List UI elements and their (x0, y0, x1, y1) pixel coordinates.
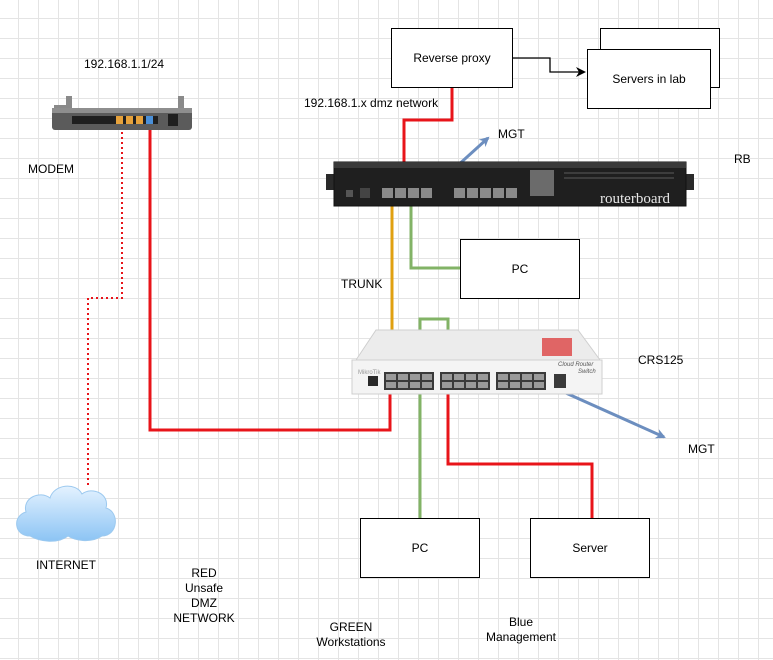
legend-red-line: NETWORK (173, 611, 235, 625)
trunk-label: TRUNK (341, 277, 383, 291)
servers-in-lab-label: Servers in lab (612, 72, 686, 86)
routerboard-brand-text: routerboard (600, 191, 670, 207)
modem-label: MODEM (28, 162, 74, 176)
proxy-servers-arrow (513, 57, 586, 77)
crs-label-line1: Cloud Router (558, 362, 594, 368)
reverse-proxy-label: Reverse proxy (413, 51, 491, 65)
proxy-rb-red-link (402, 88, 454, 196)
pc-top-box[interactable]: PC (460, 239, 580, 299)
modem-ip-label: 192.168.1.1/24 (84, 57, 165, 71)
legend-red-line: Unsafe (184, 581, 224, 595)
internet-label: INTERNET (36, 558, 96, 572)
legend-green: GREEN Workstations (306, 620, 396, 650)
server-label: Server (572, 541, 608, 555)
rb-pc-green-link (409, 196, 460, 270)
legend-red: RED Unsafe DMZ NETWORK (164, 566, 244, 626)
crs-server-red-link (446, 384, 594, 518)
pc-top-label: PC (511, 262, 529, 276)
rb-label: RB (734, 152, 751, 166)
crs-label-line2: Switch (578, 369, 596, 375)
crs125-switch-device-icon: MikroTik Cloud Router Switch (351, 329, 603, 395)
internet-cloud-icon (16, 485, 116, 542)
crs-mikrotik-text: MikroTik (358, 370, 381, 376)
legend-blue-line: Management (485, 630, 557, 644)
modem-crs-red-link (148, 128, 392, 432)
mgt-bottom-label: MGT (688, 442, 715, 456)
legend-blue: Blue Management (476, 615, 566, 645)
legend-red-line: DMZ (191, 596, 217, 610)
legend-green-line: Workstations (316, 635, 386, 649)
legend-green-line: GREEN (329, 620, 373, 634)
internet-modem-link (87, 130, 123, 485)
mgt-top-label: MGT (498, 127, 525, 141)
routerboard-device-icon: routerboard (326, 161, 694, 207)
legend-red-line: RED (191, 566, 217, 580)
servers-in-lab-box[interactable]: Servers in lab (587, 49, 711, 109)
crs125-label: CRS125 (638, 353, 684, 367)
dmz-network-label: 192.168.1.x dmz network (304, 96, 439, 110)
pc-bottom-label: PC (411, 541, 429, 555)
modem-device-icon (52, 96, 192, 130)
server-box[interactable]: Server (530, 518, 650, 578)
pc-bottom-box[interactable]: PC (360, 518, 480, 578)
legend-blue-line: Blue (508, 615, 534, 629)
reverse-proxy-box[interactable]: Reverse proxy (391, 28, 513, 88)
